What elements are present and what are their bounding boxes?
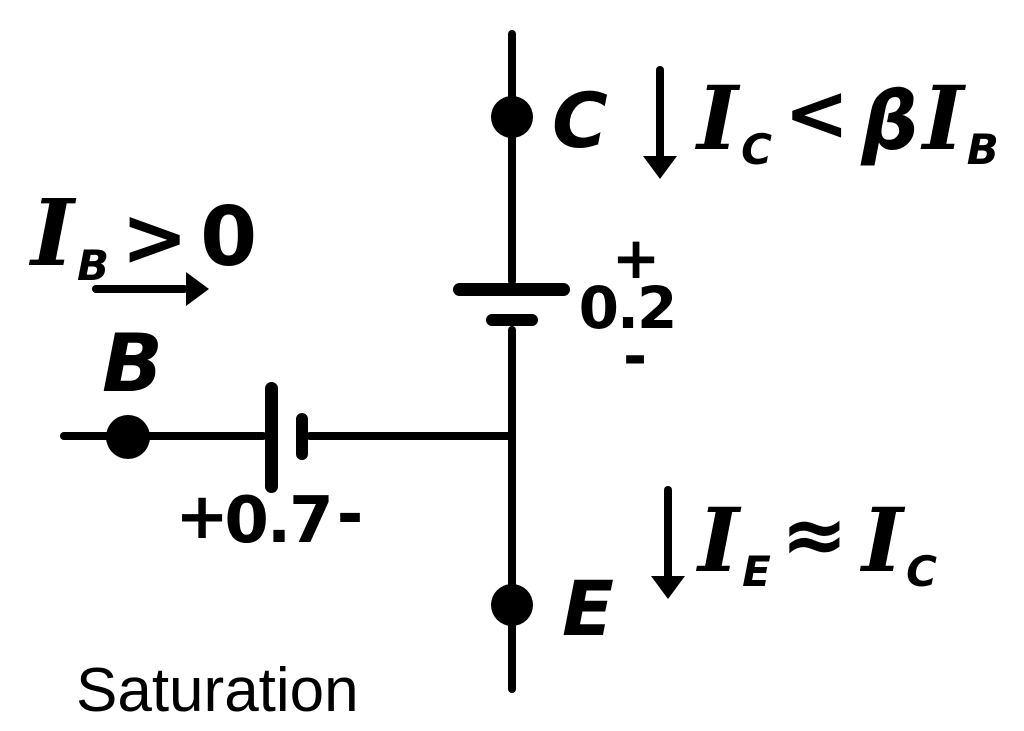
vce-minus-label: - (622, 322, 647, 390)
less-than-operator: < (784, 69, 850, 159)
arrow-head (651, 576, 685, 599)
vce-battery-negative-plate (486, 314, 538, 326)
current-subscript: C (906, 547, 937, 596)
vce-plus-label: + (611, 224, 661, 292)
vbe-battery-positive-plate (265, 382, 278, 493)
emitter-terminal-label: E (562, 564, 614, 653)
current-subscript: C (741, 125, 772, 174)
vbe-minus-label: - (336, 478, 364, 552)
vbe-battery-negative-plate (296, 413, 308, 460)
current-symbol: I (861, 488, 904, 592)
collector-node (491, 96, 533, 138)
arrow-shaft (664, 486, 672, 580)
current-symbol: I (697, 66, 739, 170)
greater-than-operator: > (121, 191, 189, 284)
approx-operator: ≈ (780, 488, 848, 581)
vce-value-label: 0.2 (578, 274, 678, 342)
base-terminal-label: B (102, 317, 163, 410)
base-wire-left (60, 432, 267, 440)
base-current-condition: I B > 0 (31, 179, 258, 287)
emitter-node (491, 584, 533, 626)
current-subscript: B (966, 125, 999, 174)
current-symbol: I (698, 488, 740, 592)
vce-battery-positive-plate (453, 283, 570, 296)
arrow-head (186, 272, 209, 306)
emitter-current-relation: I E ≈ I C (698, 488, 937, 593)
region-caption: Saturation (76, 656, 359, 725)
collector-terminal-label: C (552, 76, 608, 165)
base-wire-right (306, 432, 514, 440)
collector-current-inequality: I C < β I B (697, 66, 999, 171)
collector-wire (508, 30, 516, 285)
base-node (106, 415, 150, 459)
current-subscript: B (77, 241, 110, 290)
current-subscript: E (742, 547, 771, 596)
zero-value: 0 (200, 190, 258, 285)
beta-symbol: β (861, 75, 919, 168)
current-symbol: I (922, 66, 964, 170)
arrow-shaft (92, 285, 188, 293)
current-symbol: I (31, 179, 75, 287)
vbe-plus-label: + (175, 480, 229, 554)
arrow-head (643, 156, 677, 179)
arrow-shaft (656, 66, 664, 160)
vbe-value-label: 0.7 (224, 484, 333, 558)
emitter-wire (508, 326, 516, 693)
